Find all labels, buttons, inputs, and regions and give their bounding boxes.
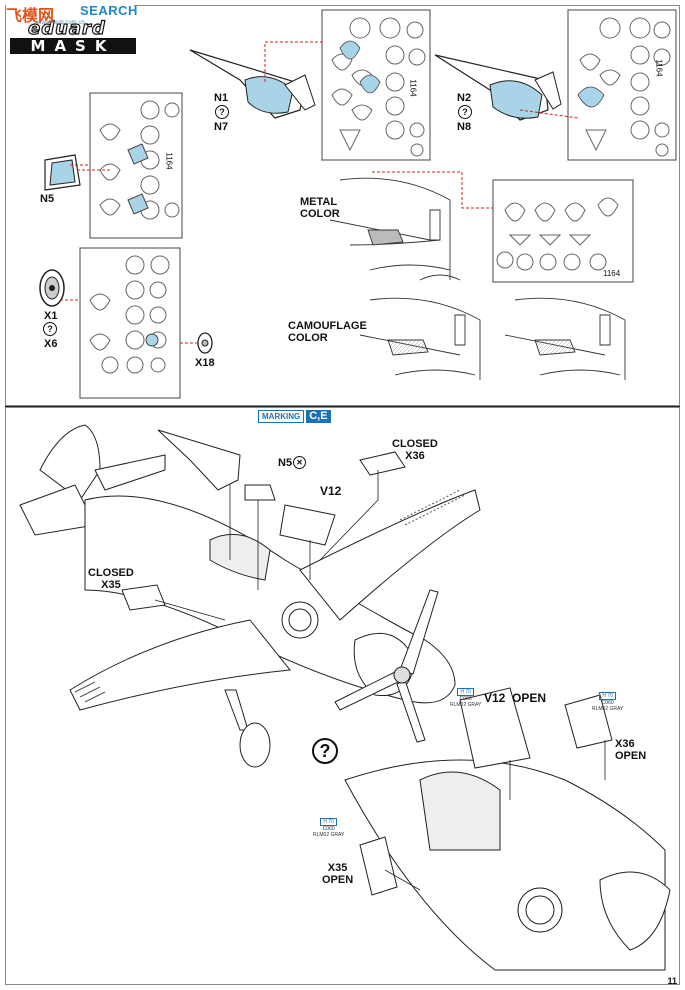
cockpit-open-detail — [344, 687, 671, 971]
question-icon: ? — [43, 322, 57, 336]
label-metal-color: METAL COLOR — [300, 196, 340, 220]
label-x1: X1 — [44, 310, 58, 322]
label-closed-x35: CLOSED X35 — [88, 567, 134, 591]
paint-h-code: H 70 — [599, 692, 616, 700]
marking-code: C,E — [306, 410, 331, 423]
label-n8: N8 — [457, 121, 472, 133]
paint-callout: H 70 C060 RLM02 GRAY — [450, 688, 481, 708]
sheet-number: 1164 — [603, 269, 621, 278]
paint-c-code: C060 — [322, 826, 335, 832]
page-number: 11 — [667, 976, 677, 986]
cockpit-side-camo-2 — [504, 297, 626, 380]
label-camouflage-color: CAMOUFLAGE COLOR — [288, 320, 367, 344]
mask-sheet-n5 — [89, 92, 183, 239]
watermark-en: SEARCH — [80, 3, 138, 18]
top-panel-frame — [5, 5, 680, 406]
label-x35-open: X35 OPEN — [322, 862, 354, 886]
no-mask-icon: ✕ — [293, 456, 306, 469]
leader-lines-red — [60, 41, 579, 344]
paint-c-code: C060 — [459, 696, 472, 702]
question-icon-large: ? — [312, 738, 338, 764]
bottom-panel-frame — [5, 407, 680, 985]
label-v12-open: V12 OPEN — [484, 691, 547, 705]
main-wheel-x1 — [39, 269, 65, 307]
marking-badge: MARKING C,E — [258, 410, 331, 423]
question-icon: ? — [215, 105, 229, 119]
paint-callout: H 70 C060 RLM02 GRAY — [592, 692, 623, 712]
mask-sheet-top-center — [321, 9, 431, 161]
section-divider — [5, 406, 680, 407]
logo-mask-text: MASK — [10, 38, 136, 54]
leader-lines-black — [154, 470, 606, 891]
paint-c-code: C060 — [601, 700, 614, 706]
paint-name: RLM02 GRAY — [450, 702, 482, 708]
label-n5-bottom: N5 — [278, 457, 293, 469]
label-x18: X18 — [195, 357, 215, 369]
canopy-part-n2 — [434, 54, 562, 121]
mask-sheet-top-right — [567, 9, 677, 161]
label-x36-open: X36 OPEN — [615, 738, 647, 762]
label-n5: N5 — [40, 193, 55, 205]
label-n2: N2 — [457, 92, 472, 104]
sheet-number: 1164 — [164, 152, 174, 170]
question-icon: ? — [458, 105, 472, 119]
aircraft-main-drawing — [19, 424, 481, 768]
mask-sheet-wheels — [79, 247, 181, 399]
paint-callout: H 70 C060 RLM02 GRAY — [313, 818, 344, 838]
label-n7: N7 — [214, 121, 229, 133]
label-closed-x36: CLOSED X36 — [392, 438, 438, 462]
canopy-part-n1 — [189, 49, 316, 119]
label-x6: X6 — [44, 338, 58, 350]
tail-wheel-x18 — [197, 332, 213, 354]
mask-sheet-metal — [492, 179, 634, 283]
windshield-part-n5 — [44, 154, 81, 191]
sheet-number: 1164 — [408, 79, 418, 97]
label-v12: V12 — [320, 484, 342, 498]
paint-name: RLM02 GRAY — [313, 832, 345, 838]
paint-h-code: H 70 — [457, 688, 474, 696]
paint-name: RLM02 GRAY — [592, 706, 624, 712]
sheet-number: 1164 — [654, 59, 664, 77]
paint-h-code: H 70 — [320, 818, 337, 826]
watermark-url: www.xxsb.com.cn — [37, 20, 85, 26]
eduard-mask-logo: eduard MASK — [6, 4, 136, 54]
label-n1: N1 — [214, 92, 229, 104]
cockpit-side-metal — [329, 177, 461, 281]
logo-eduard-text: eduard — [27, 17, 106, 39]
marking-label: MARKING — [258, 410, 305, 423]
cockpit-side-camo-1 — [359, 297, 481, 380]
watermark-cn: 飞模网 — [6, 6, 55, 25]
